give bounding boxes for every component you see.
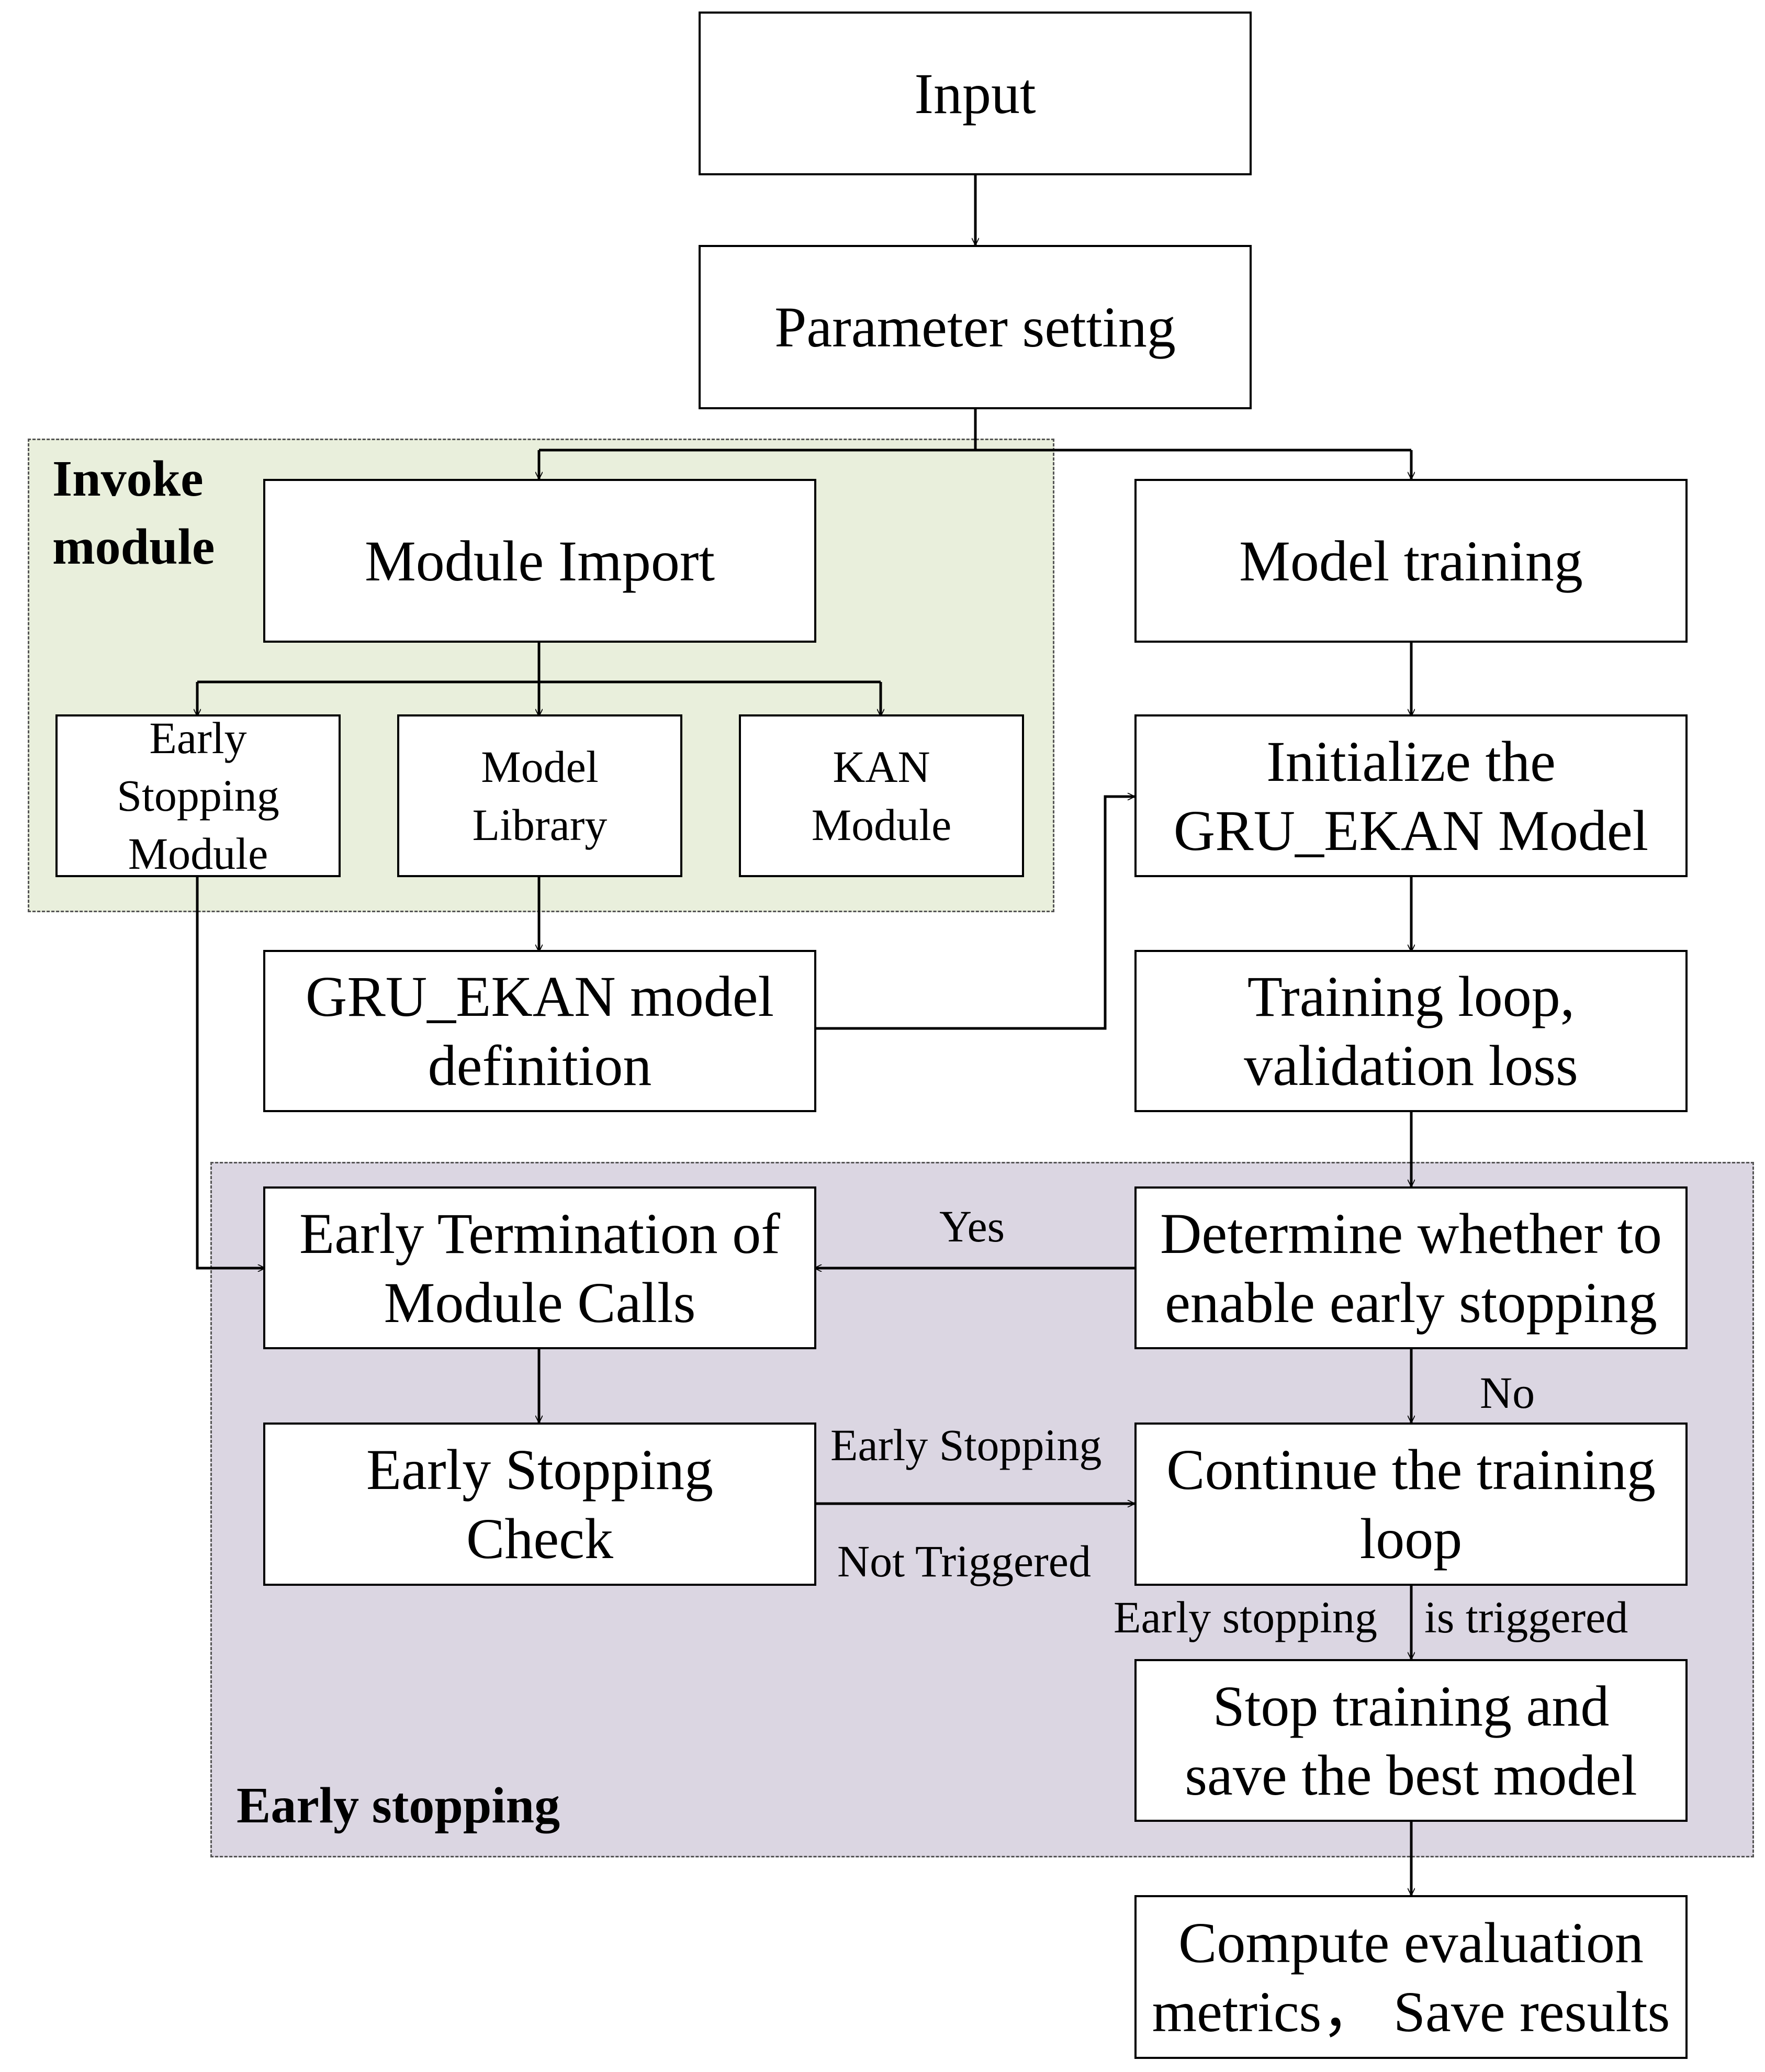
module-import-box: Module Import [263, 479, 816, 643]
compute-metrics-box: Compute evaluation metrics， Save results [1134, 1895, 1688, 2059]
edge-esmodule-to-termination [196, 877, 265, 1268]
initialize-model-box: Initialize the GRU_EKAN Model [1134, 714, 1688, 877]
early-stopping-check-box: Early Stopping Check [263, 1423, 816, 1586]
kan-module-box: KAN Module [739, 714, 1024, 877]
training-loop-box: Training loop, validation loss [1134, 950, 1688, 1112]
early-termination-box: Early Termination of Module Calls [263, 1186, 816, 1349]
model-library-box: Model Library [397, 714, 682, 877]
model-definition-box: GRU_EKAN model definition [263, 950, 816, 1112]
parameter-setting-box: Parameter setting [699, 245, 1252, 409]
stop-training-box: Stop training and save the best model [1134, 1659, 1688, 1822]
determine-early-stopping-box: Determine whether to enable early stoppi… [1134, 1186, 1688, 1349]
yes-label: Yes [939, 1201, 1005, 1251]
input-box: Input [699, 12, 1252, 175]
early-stopping-label: Early stopping [237, 1777, 560, 1834]
model-training-box: Model training [1134, 479, 1688, 643]
no-label: No [1480, 1368, 1535, 1418]
triggered-label-part2: is triggered [1424, 1592, 1628, 1642]
triggered-label-part1: Early stopping [1114, 1592, 1377, 1642]
invoke-module-label: Invoke module [52, 451, 215, 576]
continue-training-box: Continue the training loop [1134, 1423, 1688, 1586]
edge-definition-to-initialize [815, 797, 1134, 1030]
not-triggered-label: Not Triggered [837, 1536, 1091, 1586]
early-stopping-edge-label: Early Stopping [830, 1420, 1102, 1470]
early-stopping-module-box: Early Stopping Module [55, 713, 341, 879]
